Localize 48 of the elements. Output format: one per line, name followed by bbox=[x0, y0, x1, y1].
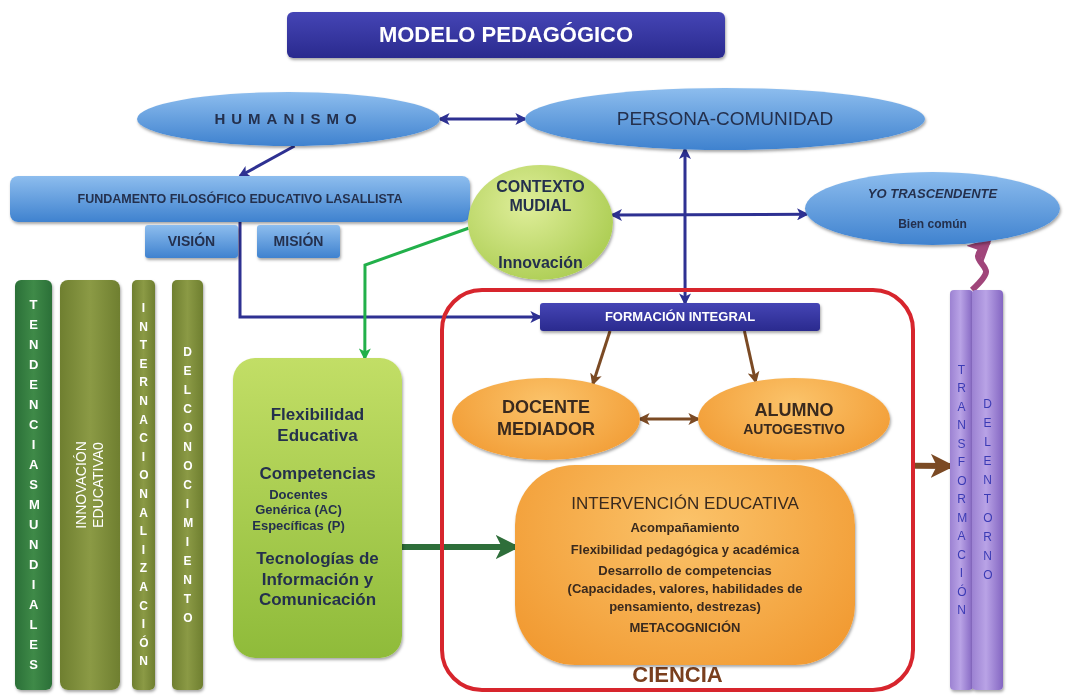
rounded-box bbox=[515, 465, 855, 665]
node-label: DEL CONOCIMIENTO bbox=[183, 343, 192, 627]
title-banner bbox=[287, 12, 725, 58]
node-label: Tecnologías de Información y Comunicación bbox=[255, 549, 380, 611]
vertical-bar bbox=[172, 280, 203, 690]
node-label: Bien común bbox=[898, 216, 967, 232]
node-label: INNOVACIÓN EDUCATIVA0 bbox=[73, 440, 107, 531]
node-label: Flexibilidad Educativa bbox=[269, 405, 366, 447]
node-label: CONTEXTO MUDIAL bbox=[495, 177, 586, 216]
arrow bbox=[358, 226, 469, 361]
title-text: MODELO PEDAGÓGICO bbox=[378, 21, 634, 49]
node-label: FUNDAMENTO FILOSÓFICO EDUCATIVO LASALLISTA bbox=[77, 191, 403, 207]
vertical-bar bbox=[972, 290, 1003, 690]
node-label: Desarrollo de competencias (Capacidades, valores, habilidades de pensamiento, destrezas) bbox=[566, 562, 804, 616]
process-box bbox=[145, 225, 238, 258]
node-label: ALUMNO bbox=[754, 399, 834, 422]
container-frame bbox=[440, 288, 915, 692]
arrow bbox=[237, 144, 296, 178]
node-label: TRANSFORMACIÓN bbox=[957, 361, 966, 619]
node-label: PERSONA-COMUNIDAD bbox=[616, 107, 834, 131]
node-label: FORMACIÓN INTEGRAL bbox=[604, 309, 756, 325]
arrow bbox=[742, 330, 760, 384]
rounded-box bbox=[233, 358, 402, 658]
vertical-bar bbox=[950, 290, 973, 690]
node-label: MISIÓN bbox=[273, 233, 324, 250]
vertical-bar bbox=[132, 280, 155, 690]
frame-label: CIENCIA bbox=[631, 662, 724, 688]
process-box bbox=[540, 303, 820, 331]
node-label: VISIÓN bbox=[167, 233, 216, 250]
node-label: Innovación bbox=[497, 252, 584, 272]
node-label: INTERNACIONALIZACIÓN bbox=[139, 300, 148, 671]
node-label: Docentes Genérica (AC) Específicas (P) bbox=[251, 486, 346, 534]
banner-box bbox=[10, 176, 470, 222]
node-label: HUMANISMO bbox=[214, 110, 363, 128]
node-label: YO TRASCENDENTE bbox=[867, 185, 998, 202]
node-label: METACOGNICIÓN bbox=[628, 619, 742, 637]
node-label: Flexibilidad pedagógica y académica bbox=[569, 540, 801, 559]
node-label: DOCENTE MEDIADOR bbox=[496, 397, 596, 441]
node-label: INTERVENCIÓN EDUCATIVA bbox=[570, 493, 800, 516]
node-label: DEL ENTORNO bbox=[983, 396, 992, 584]
vertical-bar bbox=[15, 280, 52, 690]
vertical-bar bbox=[60, 280, 120, 690]
node-label: Acompañamiento bbox=[629, 519, 741, 537]
node-label: Competencias bbox=[259, 464, 376, 485]
node-label: TENDENCIAS MUNDIALES bbox=[28, 296, 39, 674]
node-label: AUTOGESTIVO bbox=[743, 421, 845, 439]
process-box bbox=[257, 225, 340, 258]
arrow bbox=[590, 330, 612, 386]
